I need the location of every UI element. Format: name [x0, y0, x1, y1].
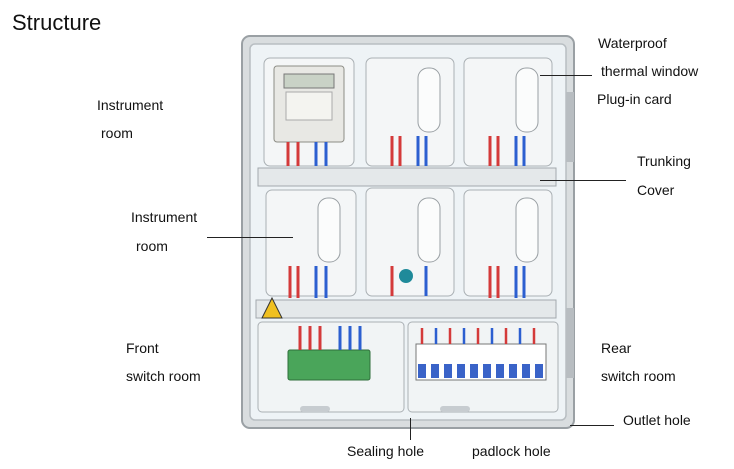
label-padlock-hole: padlock hole: [472, 443, 551, 459]
label-thermal-window: thermal window: [601, 63, 699, 79]
label-instrument-room-2a: Instrument: [131, 209, 198, 225]
outlet-hole-left: [300, 406, 330, 412]
leader-sealing-hole: [410, 418, 411, 440]
label-sealing-hole: Sealing hole: [347, 443, 425, 459]
label-outlet-hole: Outlet hole: [623, 412, 691, 428]
label-instrument-room-1b: room: [101, 125, 133, 141]
trunking-cover: [257, 167, 557, 187]
leader-outlet-hole: [570, 425, 614, 426]
wires-middle: [288, 266, 526, 298]
hinge-upper: [566, 92, 574, 162]
label-instrument-room-2b: room: [136, 238, 168, 254]
hinge-lower: [566, 308, 574, 378]
label-rear: Rear: [601, 340, 632, 356]
diagram-title: Structure: [12, 10, 102, 35]
warning-icon: [261, 296, 283, 319]
label-plugin-card: Plug-in card: [597, 91, 672, 107]
seal-knob: [399, 269, 413, 283]
circuit-breakers: [415, 343, 547, 381]
wires-upper: [286, 136, 526, 166]
label-front-switch-room-b: switch room: [126, 368, 201, 384]
instrument-room-middle: [265, 187, 553, 297]
instrument-room-upper: [263, 57, 553, 167]
label-trunking: Trunking: [637, 153, 691, 169]
label-instrument-room-1a: Instrument: [97, 97, 164, 113]
terminal-block: [287, 349, 371, 381]
leader-trunking-cover: [540, 180, 626, 181]
outlet-hole-right: [440, 406, 470, 412]
label-cover: Cover: [637, 182, 675, 198]
label-front-switch-room-a: Front: [126, 340, 159, 356]
label-rear-switch-room: switch room: [601, 368, 676, 384]
leader-waterproof-window: [540, 75, 592, 76]
leader-instrument-room: [207, 237, 293, 238]
label-waterproof: Waterproof: [598, 35, 667, 51]
lower-divider: [255, 299, 557, 319]
